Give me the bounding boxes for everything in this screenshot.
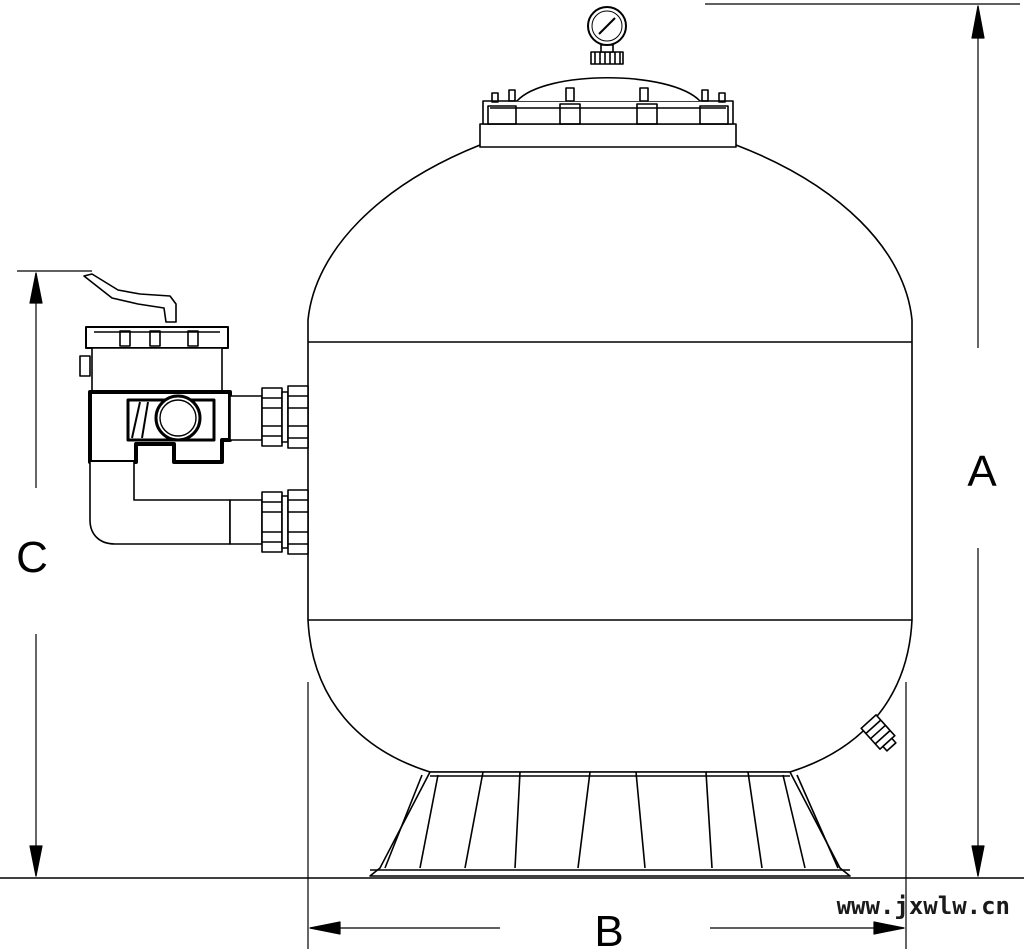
drain-plug-icon bbox=[860, 714, 897, 752]
lower-pipe bbox=[89, 462, 309, 555]
valve-handle-icon bbox=[83, 273, 177, 323]
pressure-gauge-icon bbox=[587, 6, 627, 65]
tank-base bbox=[369, 771, 851, 877]
label-a: A bbox=[967, 447, 997, 496]
dimension-a bbox=[705, 3, 1020, 877]
multiport-valve bbox=[79, 273, 232, 464]
watermark: www.jxwlw.cn bbox=[837, 892, 1010, 920]
label-b: B bbox=[594, 907, 623, 949]
tank-lid bbox=[479, 77, 737, 148]
lid-bolts bbox=[491, 87, 726, 103]
filter-tank bbox=[307, 144, 913, 773]
dimension-c bbox=[17, 270, 92, 877]
label-c: C bbox=[16, 533, 48, 582]
upper-pipe bbox=[229, 385, 309, 449]
dimension-b bbox=[307, 682, 907, 949]
